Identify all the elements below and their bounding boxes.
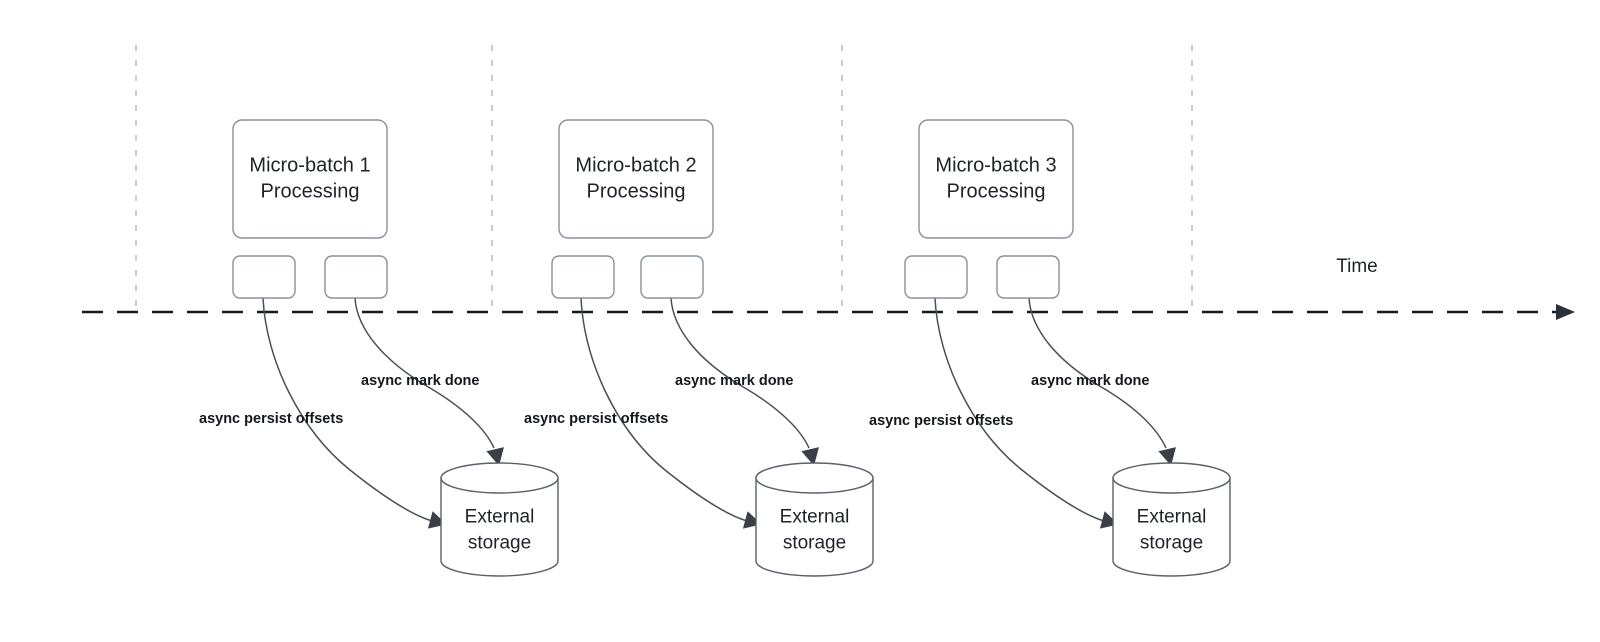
flow-arrows-group — [262, 297, 1176, 529]
timeline-arrowhead-icon — [1556, 304, 1575, 320]
group-1-process-label-line2: Processing — [261, 180, 360, 202]
group-3-process-label-line2: Processing — [947, 180, 1046, 202]
group-3-async-persist-offsets-path — [934, 297, 1105, 522]
group-2-async-persist-offsets-label: async persist offsets — [524, 411, 668, 427]
group-3-async-mark-done-label: async mark done — [1031, 373, 1149, 389]
timeline-axis-group: Time — [82, 256, 1575, 320]
group-1-process-label-line1: Micro-batch 1 — [249, 154, 370, 176]
group-3-process-box[interactable] — [918, 119, 1074, 239]
group-3-storage-cylinder-top[interactable] — [1112, 462, 1231, 494]
group-1-async-persist-offsets-path — [262, 297, 433, 522]
group-1-storage-cylinder-body[interactable] — [440, 477, 559, 577]
group-1-storage-cylinder-top[interactable] — [440, 462, 559, 494]
group-3-async-persist-offsets-label: async persist offsets — [869, 413, 1013, 429]
group-2-task-persist-box[interactable] — [551, 255, 615, 299]
group-2-storage-label-line2: storage — [783, 533, 846, 554]
group-3-async-mark-done-path — [1028, 297, 1167, 449]
group-3-task-mark-box[interactable] — [996, 255, 1060, 299]
group-3-storage-label-line2: storage — [1140, 533, 1203, 554]
group-3-async-mark-done-arrowhead-icon — [1158, 447, 1176, 466]
group-2-process-box[interactable] — [558, 119, 714, 239]
group-2-async-mark-done-arrowhead-icon — [801, 447, 819, 466]
group-1-async-mark-done-arrowhead-icon — [486, 447, 504, 466]
group-2-storage-label-line1: External — [780, 507, 850, 528]
group-1-async-mark-done-path — [354, 297, 495, 449]
group-1-async-mark-done-label: async mark done — [361, 373, 479, 389]
group-1-storage-label-line2: storage — [468, 533, 531, 554]
group-3-task-persist-box[interactable] — [904, 255, 968, 299]
nodes-group — [232, 119, 1231, 577]
group-2-storage-cylinder-top[interactable] — [755, 462, 874, 494]
group-1-process-box[interactable] — [232, 119, 388, 239]
group-3-storage-label-line1: External — [1137, 507, 1207, 528]
timeline-label: Time — [1336, 256, 1378, 277]
labels-group: async persist offsets async mark done Micr… — [199, 154, 1206, 553]
group-2-async-mark-done-path — [670, 297, 810, 449]
group-2-task-mark-box[interactable] — [640, 255, 704, 299]
group-2-storage-cylinder-body[interactable] — [755, 477, 874, 577]
group-1-task-mark-box[interactable] — [324, 255, 388, 299]
group-2-process-label-line1: Micro-batch 2 — [575, 154, 696, 176]
group-1-task-persist-box[interactable] — [232, 255, 296, 299]
group-1-async-persist-offsets-label: async persist offsets — [199, 411, 343, 427]
group-2-async-persist-offsets-path — [580, 297, 748, 522]
group-1-storage-label-line1: External — [465, 507, 535, 528]
group-2-async-mark-done-label: async mark done — [675, 373, 793, 389]
group-3-process-label-line1: Micro-batch 3 — [935, 154, 1056, 176]
group-2-process-label-line2: Processing — [587, 180, 686, 202]
group-3-storage-cylinder-body[interactable] — [1112, 477, 1231, 577]
